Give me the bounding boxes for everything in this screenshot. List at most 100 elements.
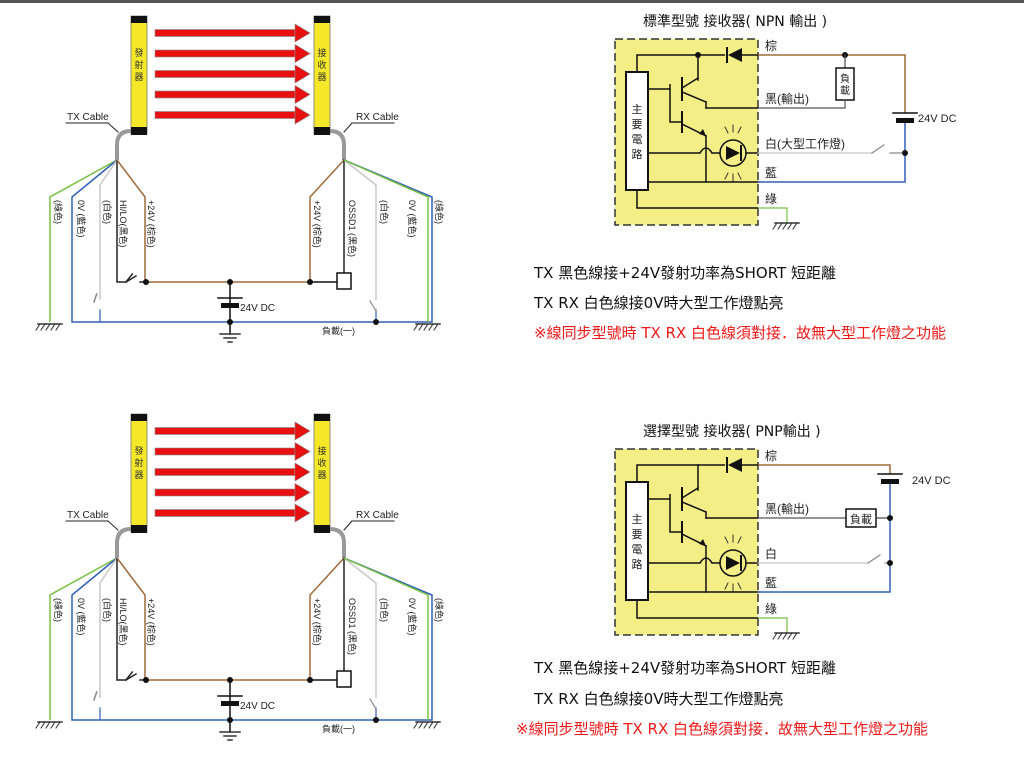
load-box — [336, 272, 352, 290]
terminal-label: 綠 — [765, 602, 777, 616]
ground-hatch — [418, 721, 424, 729]
note-2-warning: ※線同步型號時 TX RX 白色線須對接．故無大型工作燈之功能 — [516, 720, 929, 738]
ground-hatch — [423, 323, 429, 331]
ground-hatch — [50, 721, 56, 729]
top-divider — [0, 0, 1024, 3]
junction-dot — [143, 677, 149, 683]
beam-arrow — [154, 43, 311, 64]
receiver-cap-bottom — [314, 525, 330, 533]
ground-hatch — [40, 323, 46, 331]
ground-hatch — [433, 323, 439, 331]
ground-hatch — [50, 323, 56, 331]
tx-white-switch — [93, 293, 98, 303]
led-ray — [724, 126, 729, 134]
diode-icon — [728, 48, 742, 62]
beam-head — [294, 462, 311, 482]
tx-cable-label: TX Cable — [67, 112, 109, 123]
internal-wire — [669, 494, 682, 533]
rx-wire-label: (綠色) — [434, 200, 445, 224]
beam-shaft — [154, 90, 296, 99]
supply-label: 24V DC — [912, 475, 951, 487]
rx-cable-leader — [343, 122, 353, 133]
ground-hatch — [777, 632, 783, 640]
switch-blade — [124, 672, 138, 682]
transistor-leg — [680, 486, 700, 500]
transistor-arrow — [699, 129, 706, 136]
rx-cable-label: RX Cable — [356, 112, 399, 123]
beam-shaft — [154, 29, 296, 37]
beam-head — [294, 105, 311, 125]
beam-arrow — [154, 462, 311, 482]
wire-crossover — [699, 147, 713, 154]
ground-hatch — [772, 632, 778, 640]
tx-wire-label: 0V (藍色) — [76, 598, 87, 636]
terminal-label: 棕 — [765, 448, 777, 463]
rx-wire-label: OSSD1 (黑色) — [347, 598, 358, 655]
tx-cable-leader — [107, 520, 119, 531]
ground-hatch — [45, 323, 51, 331]
beam-arrow — [154, 84, 311, 105]
transistor-leg — [680, 76, 700, 90]
internal-wire — [636, 464, 725, 482]
terminal-label: 白(大型工作燈) — [765, 136, 845, 151]
internal-wire — [636, 600, 758, 619]
ground-hatch — [413, 721, 419, 729]
beam-shaft — [154, 49, 296, 58]
beam-arrow — [154, 441, 311, 462]
tx-wire-label: 0V (藍色) — [76, 200, 87, 238]
beam-head — [294, 503, 311, 523]
transmitter-label-char: 射 — [134, 457, 143, 468]
beam-shaft — [154, 111, 296, 119]
main-circuit-char: 主 — [632, 513, 643, 526]
main-circuit-block — [625, 71, 649, 191]
ground-hatch — [772, 222, 778, 230]
receiver-label-char: 收 — [317, 457, 326, 468]
receiver-label-char: 收 — [317, 59, 326, 70]
ground-hatch — [782, 222, 788, 230]
junction-dot — [887, 560, 893, 566]
tx-wire-label: (綠色) — [53, 200, 64, 224]
ground-icon — [35, 721, 63, 729]
receiver-circuit-1: 標準型號 接收器( NPN 輸出 )主要電路棕黑(輸出)白(大型工作燈)藍綠負載… — [614, 13, 957, 230]
led-ray — [737, 536, 742, 544]
ground-hatch — [792, 222, 798, 230]
battery-icon — [217, 297, 243, 308]
tx-white-switch — [93, 691, 98, 701]
receiver-label-char: 接 — [317, 445, 326, 456]
load-label: 負載(一) — [322, 325, 355, 336]
rx-wire-white — [343, 557, 377, 698]
receiver-label-char: 器 — [317, 470, 326, 480]
load-label: 負 — [840, 73, 850, 85]
led-ray — [737, 126, 742, 134]
tx-wire-white — [99, 557, 118, 698]
transistor-arrow — [699, 539, 706, 546]
wire-brown — [758, 54, 906, 113]
terminal-label: 白 — [765, 546, 777, 561]
rx-cable-label: RX Cable — [356, 510, 399, 521]
led-diode — [726, 146, 740, 160]
beam-head — [294, 64, 311, 84]
ground-icon — [413, 721, 441, 729]
tx-wire-label: HI/LO(黑色) — [118, 200, 129, 248]
load-label: 載 — [840, 85, 850, 97]
ground-hatch — [45, 721, 51, 729]
receiver-title: 標準型號 接收器( NPN 輸出 ) — [643, 13, 827, 30]
rx-wire-label: (白色) — [379, 598, 390, 622]
wire-blue-0v — [71, 159, 433, 323]
switch-blade — [93, 691, 98, 701]
battery-plate-short — [221, 303, 239, 308]
terminal-label: 藍 — [765, 576, 777, 590]
ground-hatch — [787, 632, 793, 640]
wire-black-output — [758, 100, 846, 109]
battery-plate-short — [896, 118, 914, 123]
main-circuit-block — [625, 481, 649, 601]
tx-cable — [115, 527, 132, 558]
tx-cable-label: TX Cable — [67, 510, 109, 521]
led-ray — [724, 172, 729, 180]
tx-wire-white — [99, 159, 118, 300]
switch-blade — [871, 144, 885, 154]
wire-green — [758, 617, 788, 633]
beam-head — [294, 84, 311, 105]
ground-hatch — [428, 721, 434, 729]
